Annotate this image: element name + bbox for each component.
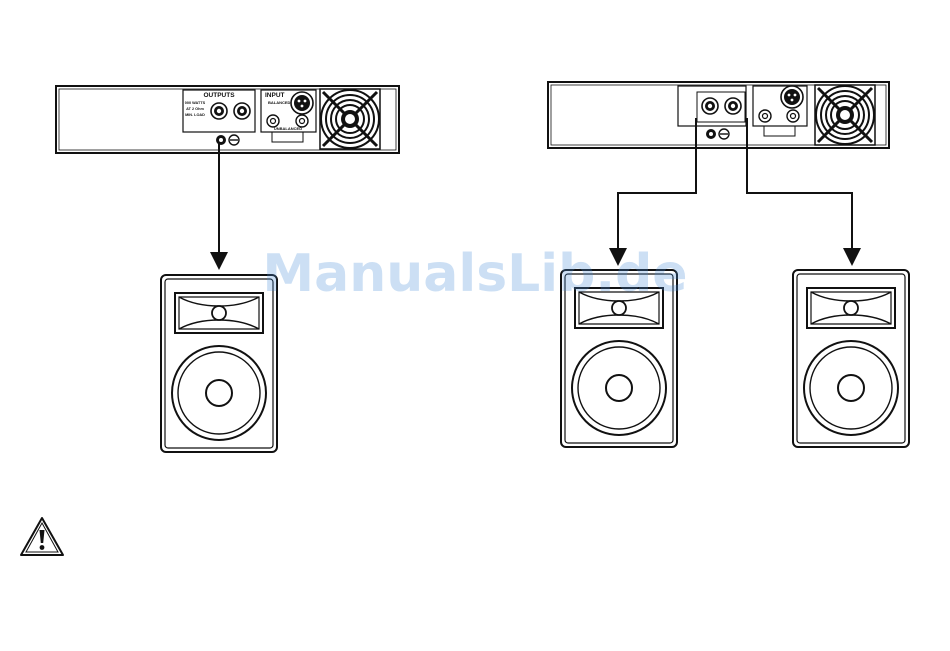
fan-right [815, 85, 875, 145]
xlr-input[interactable] [291, 92, 313, 114]
spec-line-3: MIN. LOAD [185, 113, 205, 117]
jack-input-r1[interactable] [759, 110, 771, 122]
input-panel-right [753, 86, 807, 126]
unbalanced-label: UNBALANCED [274, 126, 302, 131]
fan-left [320, 89, 380, 149]
warning-triangle-icon [21, 518, 63, 555]
speakon-output-r1[interactable] [702, 98, 718, 114]
input-panel: INPUT BALANCED UNBALANCED [261, 90, 316, 132]
speakon-output-r2[interactable] [725, 98, 741, 114]
outputs-label: OUTPUTS [203, 92, 235, 99]
xlr-input-right[interactable] [781, 86, 803, 108]
arrow-down-icon [210, 252, 228, 270]
outputs-panel-right [678, 86, 746, 126]
speakon-output-1[interactable] [211, 103, 227, 119]
jack-input-r2[interactable] [787, 110, 799, 122]
speaker-right-b [793, 270, 909, 447]
amplifier-left: OUTPUTS 000 WATTS AT 2 Ohm MIN. LOAD INP… [56, 86, 399, 153]
spec-line-2: AT 2 Ohm [186, 107, 204, 111]
input-label: INPUT [265, 92, 285, 99]
spec-line-1: 000 WATTS [185, 101, 206, 105]
balanced-label: BALANCED [268, 100, 291, 105]
cable-left [210, 142, 228, 270]
watermark-logo: ManualsLib.de [262, 244, 687, 304]
amplifier-right [548, 82, 889, 148]
outputs-panel: OUTPUTS 000 WATTS AT 2 Ohm MIN. LOAD [183, 90, 255, 132]
speakon-output-2[interactable] [234, 103, 250, 119]
speaker-left [161, 275, 277, 452]
arrow-down-icon [843, 248, 861, 266]
